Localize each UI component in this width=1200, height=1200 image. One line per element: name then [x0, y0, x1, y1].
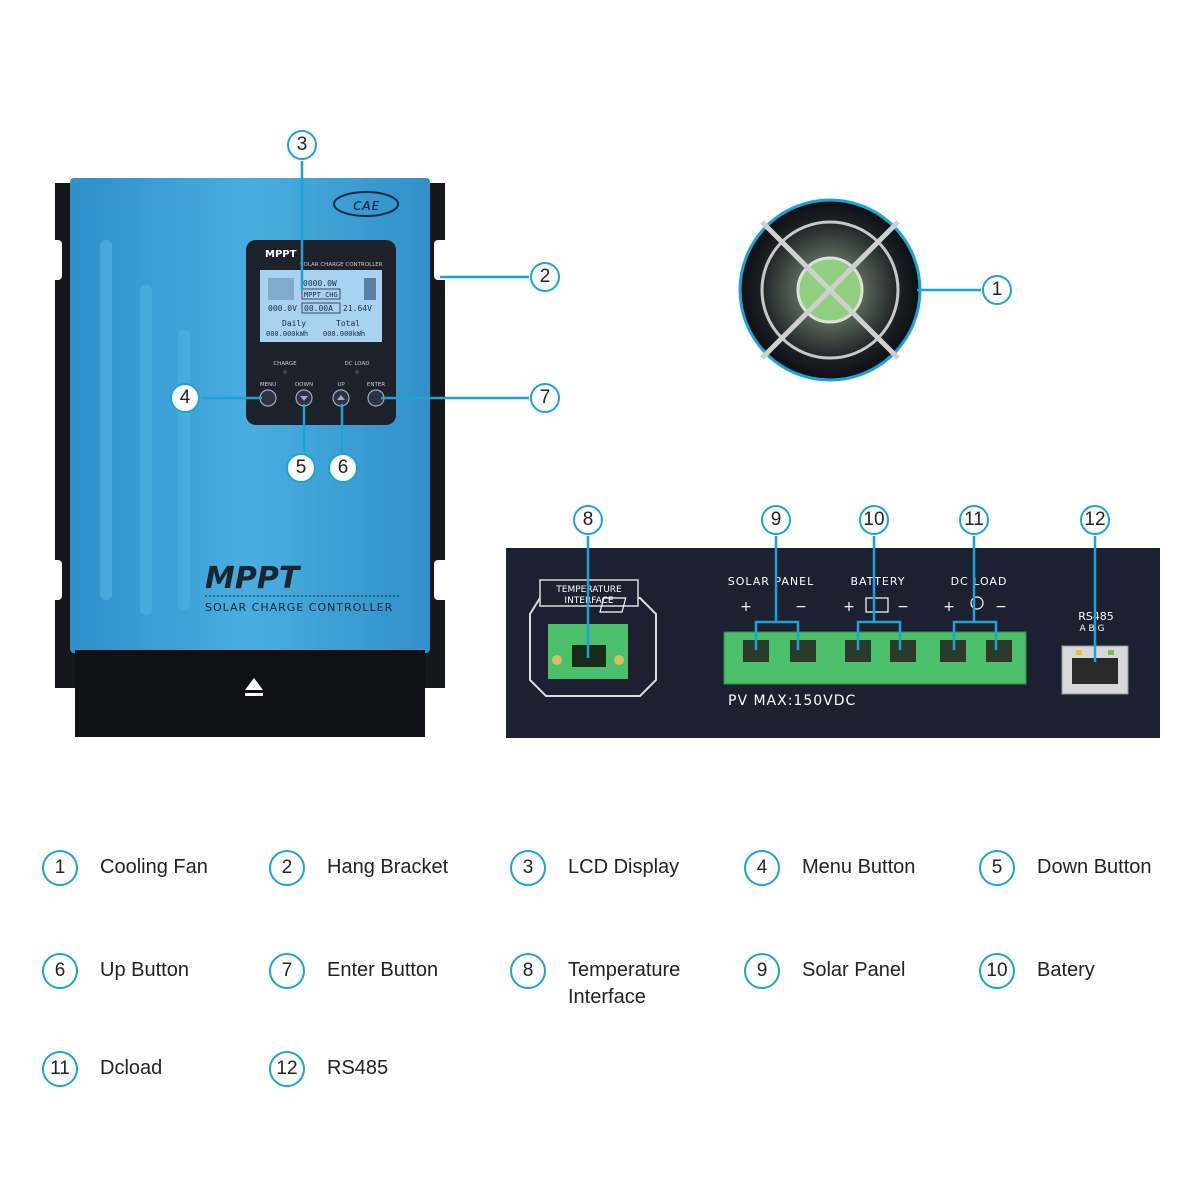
- solar-minus: −: [795, 599, 807, 615]
- charge-indicator-label: CHARGE: [273, 361, 297, 367]
- callout-6: 6: [328, 453, 358, 483]
- eject-icon: [245, 678, 263, 690]
- legend-badge: 9: [744, 953, 780, 989]
- down-button-label: DOWN: [295, 382, 313, 388]
- up-button-label: UP: [337, 382, 345, 388]
- legend-label: Enter Button: [327, 959, 439, 981]
- legend-label: Batery: [1037, 959, 1095, 981]
- dcload-indicator-label: DC LOAD: [345, 361, 370, 367]
- callout-10: 10: [859, 505, 889, 535]
- bulb-icon: [970, 596, 984, 610]
- legend-item-4: 4 Menu Button: [744, 850, 915, 886]
- legend-badge: 7: [269, 953, 305, 989]
- legend-item-11: 11 Dcload: [42, 1051, 162, 1087]
- lcd-voltage-in: 000.0V: [268, 304, 297, 313]
- legend-item-2: 2 Hang Bracket: [269, 850, 448, 886]
- lcd-daily-value: 000.000kWh: [266, 330, 308, 338]
- callout-12: 12: [1080, 505, 1110, 535]
- lcd-mode: MPPT CHG: [304, 291, 338, 299]
- legend-item-6: 6 Up Button: [42, 953, 189, 989]
- battery-plus: +: [843, 599, 855, 615]
- solar-panel-icon: [599, 597, 627, 613]
- menu-button[interactable]: [259, 389, 277, 407]
- temperature-interface: [529, 597, 657, 697]
- legend-badge: 2: [269, 850, 305, 886]
- legend-item-10: 10 Batery: [979, 953, 1095, 989]
- callout-8: 8: [573, 505, 603, 535]
- solar-plus: +: [740, 599, 752, 615]
- legend-badge: 5: [979, 850, 1015, 886]
- callout-9: 9: [761, 505, 791, 535]
- legend-item-9: 9 Solar Panel: [744, 953, 905, 989]
- leader-lines: [201, 161, 1097, 662]
- legend-label: Solar Panel: [802, 959, 906, 981]
- dc-load-label: DC LOAD: [951, 575, 1008, 588]
- legend-item-1: 1 Cooling Fan: [42, 850, 208, 886]
- device-diagram: ᴄᴀᴇ MPPT SOLAR CHARGE CONTROLLER 0000.0W…: [48, 161, 1160, 738]
- legend-label: Hang Bracket: [327, 856, 449, 878]
- lcd-current: 00.00A: [304, 304, 333, 313]
- lcd-daily-label: Daily: [282, 319, 306, 328]
- lcd-total-value: 000.000kWh: [323, 330, 365, 338]
- legend-item-12: 12 RS485: [269, 1051, 388, 1087]
- lcd-total-label: Total: [336, 319, 360, 328]
- cooling-fan: [738, 198, 922, 382]
- terminal-panel: TEMPERATURE INTERFACE SOLAR PANEL BATTER…: [506, 548, 1160, 738]
- lcd-power: 0000.0W: [303, 279, 337, 288]
- solar-panel-label: SOLAR PANEL: [728, 575, 814, 588]
- brand-logo: [333, 191, 399, 217]
- callout-7: 7: [530, 383, 560, 413]
- legend-label: RS485: [327, 1057, 389, 1079]
- legend-label: Dcload: [100, 1057, 163, 1079]
- legend-label: Cooling Fan: [100, 856, 208, 878]
- callout-1: 1: [982, 275, 1012, 305]
- battery-icon: [865, 597, 889, 613]
- legend-badge: 3: [510, 850, 546, 886]
- legend-label: Up Button: [100, 959, 189, 981]
- legend-badge: 4: [744, 850, 780, 886]
- legend-badge: 8: [510, 953, 546, 989]
- legend-badge: 10: [979, 953, 1015, 989]
- lcd-voltage-bat: 21.64V: [343, 304, 372, 313]
- legend-item-8: 8 Temperature Interface: [510, 953, 718, 1011]
- legend-item-7: 7 Enter Button: [269, 953, 438, 989]
- legend-label: Menu Button: [802, 856, 916, 878]
- callout-5: 5: [286, 453, 316, 483]
- battery-label: BATTERY: [850, 575, 905, 588]
- legend-badge: 6: [42, 953, 78, 989]
- legend-label: Temperature Interface: [568, 959, 681, 1008]
- legend-badge: 1: [42, 850, 78, 886]
- legend-label: Down Button: [1037, 856, 1152, 878]
- dcload-plus: +: [943, 599, 955, 615]
- front-brand: MPPT: [205, 561, 302, 596]
- callout-2: 2: [530, 262, 560, 292]
- pv-max-label: PV MAX:150VDC: [728, 693, 856, 709]
- legend-item-5: 5 Down Button: [979, 850, 1152, 886]
- controller-device: ᴄᴀᴇ MPPT SOLAR CHARGE CONTROLLER 0000.0W…: [48, 178, 448, 737]
- legend-badge: 12: [269, 1051, 305, 1087]
- screen-subtitle: SOLAR CHARGE CONTROLLER: [300, 262, 383, 268]
- logo-text: ᴄᴀᴇ: [353, 195, 379, 214]
- callout-4: 4: [170, 383, 200, 413]
- callout-3: 3: [287, 130, 317, 160]
- front-subtitle: SOLAR CHARGE CONTROLLER: [205, 601, 393, 614]
- rs485-pins: A B G: [1079, 624, 1104, 634]
- screen-title: MPPT: [265, 249, 297, 260]
- callout-11: 11: [959, 505, 989, 535]
- legend-item-3: 3 LCD Display: [510, 850, 679, 886]
- enter-button-label: ENTER: [367, 382, 385, 388]
- dcload-minus: −: [995, 599, 1007, 615]
- legend-label: LCD Display: [568, 856, 680, 878]
- menu-button-label: MENU: [260, 382, 276, 388]
- legend-badge: 11: [42, 1051, 78, 1087]
- terminal-block: [723, 631, 1027, 685]
- battery-minus: −: [897, 599, 909, 615]
